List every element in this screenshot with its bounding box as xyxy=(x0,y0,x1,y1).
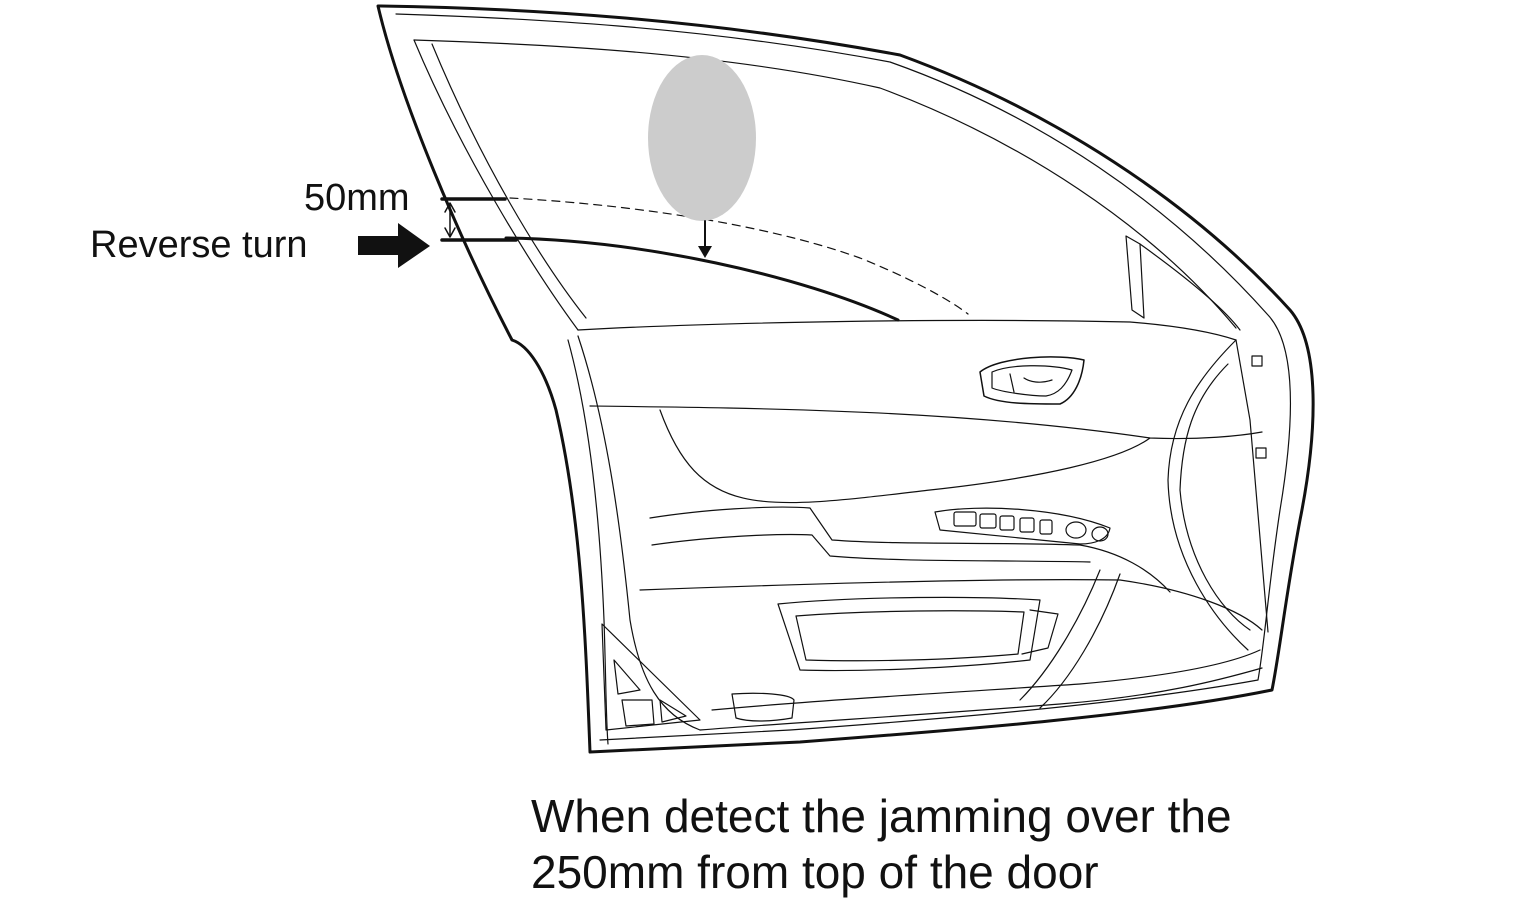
window-frame xyxy=(395,13,1291,741)
reversed-glass-line xyxy=(504,236,900,322)
armrest xyxy=(649,506,1171,593)
trim-clip-upper xyxy=(1251,355,1263,367)
switch-panel xyxy=(934,507,1111,545)
reverse-turn-arrow xyxy=(358,223,430,268)
door-handle xyxy=(979,356,1085,405)
caption-line-1: When detect the jamming over the xyxy=(531,790,1232,842)
door-outline xyxy=(376,4,1315,754)
reverse-turn-label: Reverse turn xyxy=(90,224,308,266)
speaker-grille xyxy=(601,623,701,731)
door-pocket xyxy=(777,596,1041,672)
belt-line xyxy=(577,319,1237,341)
trim-clip-lower xyxy=(1255,447,1267,459)
obstacle xyxy=(648,55,756,221)
caption: When detect the jamming over the 250mm f… xyxy=(531,788,1232,900)
caption-line-2: 250mm from top of the door xyxy=(531,846,1099,898)
gap-label: 50mm xyxy=(304,177,410,219)
full-closed-glass-line xyxy=(509,197,969,315)
